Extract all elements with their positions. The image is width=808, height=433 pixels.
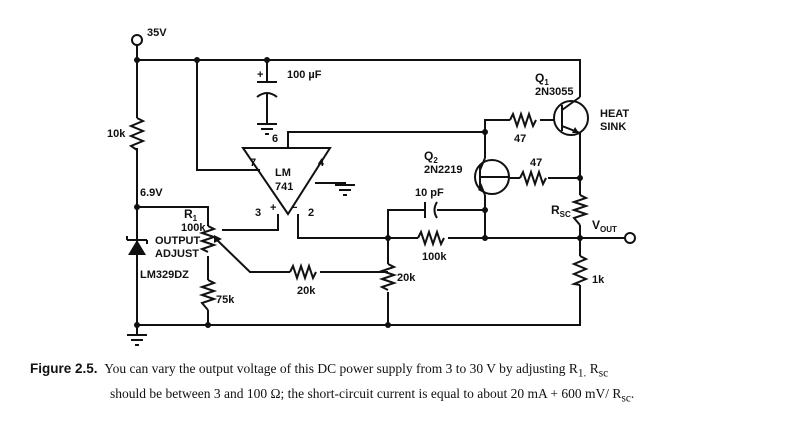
ground-symbol [335,184,355,196]
q2-label: Q2 [424,149,438,165]
pin-2: 2 [308,207,314,219]
resistor-47-mid-label: 47 [530,157,542,169]
capacitor-100uf-label: 100 µF [287,69,322,81]
resistor-75k-label: 75k [216,294,235,306]
resistor-20k-vertical-label: 20k [397,272,416,284]
heat-sink-label-2: SINK [600,121,626,133]
q1-label: Q1 [535,71,549,87]
caption-sub-1: 1. [577,367,587,380]
r1-desc-2: ADJUST [155,248,199,260]
capacitor-10pf [424,201,438,219]
op-amp-label-2: 741 [275,181,293,193]
pin-7: 7 [250,157,256,169]
resistor-20k-horizontal [289,262,317,282]
ground-symbol [257,123,277,135]
vout-label: VOUT [592,218,617,234]
pin-3: 3 [255,207,261,219]
r1-value: 100k [181,222,206,234]
supply-terminal [131,34,143,46]
caption-sub-1b: sc [598,367,609,380]
heat-sink-label-1: HEAT [600,108,629,120]
caption-label: Figure 2.5. [30,361,98,376]
caption-text-1: You can vary the output voltage of this … [104,361,578,376]
resistor-20k-horizontal-label: 20k [297,285,316,297]
pin-6: 6 [272,133,278,145]
pin-4: 4 [318,157,325,169]
node-voltage-label: 6.9V [140,187,163,199]
capacitor-100uf [256,81,278,98]
zener-diode [126,236,148,255]
figure-caption: Figure 2.5. You can vary the output volt… [30,359,800,408]
r1-label: R1 [184,207,198,223]
plus-input-sign: + [270,202,276,214]
q1-part: 2N3055 [535,86,574,98]
ground-symbol [127,325,147,346]
caption-line-1: Figure 2.5. You can vary the output volt… [30,359,800,384]
transistor-q1 [553,96,589,136]
caption-text-2-end: . [630,385,635,401]
resistor-10k [128,117,146,151]
output-terminal [624,232,636,244]
resistor-47-mid [519,168,547,188]
resistor-10k-label: 10k [107,128,126,140]
pot-wiper-arrow [214,235,222,243]
capacitor-100uf-plus: + [257,69,263,81]
resistor-75k [198,279,218,311]
minus-input-sign: − [291,202,297,214]
op-amp-label-1: LM [275,167,291,179]
resistor-rsc [570,194,590,226]
caption-text-2: should be between 3 and 100 Ω; the short… [110,385,622,401]
caption-sub-2: sc [621,392,631,405]
resistor-47-top [509,110,537,130]
q2-part: 2N2219 [424,164,463,176]
op-amp-lm741 [241,147,332,216]
supply-label: 35V [147,27,167,39]
zener-label: LM329DZ [140,269,189,281]
caption-line-2: should be between 3 and 100 Ω; the short… [30,384,800,409]
capacitor-10pf-label: 10 pF [415,187,444,199]
caption-text-1-tail: R [586,361,599,376]
resistor-100k [417,228,445,248]
resistor-20k-vertical [378,263,398,291]
resistor-100k-label: 100k [422,251,447,263]
resistor-1k-label: 1k [592,274,605,286]
transistor-q2 [474,157,510,196]
r1-desc-1: OUTPUT [155,235,201,247]
resistor-1k [570,255,589,286]
rsc-label: RSC [551,203,571,219]
resistor-47-top-label: 47 [514,133,526,145]
potentiometer-r1 [198,225,218,253]
